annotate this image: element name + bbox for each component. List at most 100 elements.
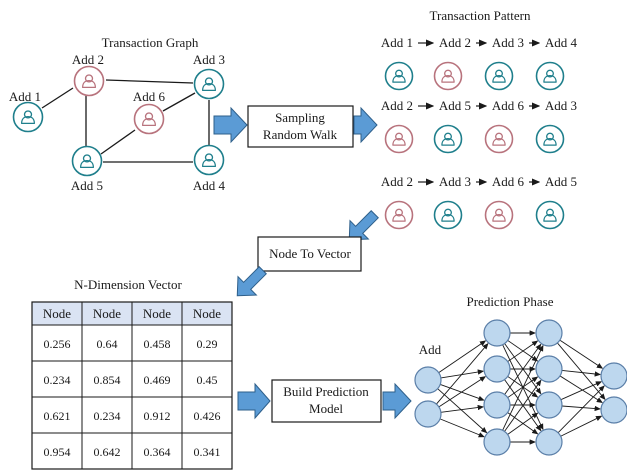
pattern-address-label: Add 4	[545, 35, 578, 50]
transaction-pattern-title: Transaction Pattern	[430, 8, 531, 23]
edge-add2-add3	[105, 79, 194, 84]
network-connection	[507, 376, 539, 398]
graph-node-add5: Add 5	[71, 145, 103, 193]
pattern-row: Add 2 Add 5 Add 6 Add 3	[381, 98, 577, 154]
pattern-address-label: Add 2	[381, 174, 413, 189]
table-cell: 0.469	[144, 373, 171, 387]
transaction-graph-title: Transaction Graph	[102, 35, 199, 50]
edge-add5-add6	[100, 129, 136, 155]
pattern-address-label: Add 1	[381, 35, 413, 50]
network-connection	[507, 412, 539, 435]
neuron	[600, 396, 627, 424]
node-to-vector-frame	[257, 236, 362, 272]
network-connection	[507, 340, 539, 362]
neuron	[483, 355, 511, 383]
network-connection	[502, 344, 544, 431]
edge-add6-add3	[162, 92, 196, 112]
table-header-cell: Node	[143, 306, 171, 321]
pattern-user-node	[384, 200, 414, 230]
arrow-to-build-model	[237, 382, 271, 420]
pattern-address-sequence: Add 2 Add 3 Add 6 Add 5	[381, 174, 577, 189]
neuron	[414, 400, 442, 428]
build-prediction-label: Build Prediction	[283, 384, 369, 399]
pattern-user-node	[433, 61, 463, 91]
graph-node-add1: Add 1	[9, 89, 44, 133]
pattern-address-label: Add 2	[381, 98, 413, 113]
network-connection	[559, 375, 603, 404]
network-connection	[440, 404, 485, 413]
network-connection	[507, 340, 539, 362]
pattern-user-node	[433, 124, 463, 154]
table-cell: 0.256	[44, 337, 71, 351]
graph-edges	[41, 79, 210, 163]
neuron	[535, 428, 563, 456]
graph-node-add4: Add 4	[193, 144, 226, 193]
table-header-cell: Node	[43, 306, 71, 321]
add2-label: Add 2	[72, 52, 104, 67]
pattern-address-sequence: Add 1 Add 2 Add 3 Add 4	[381, 35, 578, 50]
pattern-address-label: Add 3	[439, 174, 471, 189]
neuron	[483, 428, 511, 456]
neuron	[535, 355, 563, 383]
table-cell: 0.364	[144, 445, 171, 459]
network-neurons	[414, 319, 627, 456]
network-connection	[560, 415, 603, 437]
pattern-address-label: Add 5	[439, 98, 471, 113]
table-row: 0.954 0.642 0.364 0.341	[44, 445, 221, 459]
pattern-address-label: Add 6	[492, 98, 525, 113]
network-connections	[436, 330, 606, 445]
network-connection	[561, 369, 601, 377]
network-connection	[557, 385, 605, 434]
neuron	[535, 319, 563, 347]
build-prediction-box: Build Prediction Model	[271, 379, 382, 423]
pattern-user-node	[484, 124, 514, 154]
table-cell: 0.426	[194, 409, 221, 423]
graph-node-add2: Add 2	[72, 52, 105, 97]
table-cell: 0.954	[44, 445, 71, 459]
table-header-cell: Node	[93, 306, 121, 321]
pattern-row: Add 2 Add 3 Add 6 Add 5	[381, 174, 577, 230]
node-to-vector-label: Node To Vector	[269, 246, 351, 261]
sampling-box: Sampling Random Walk	[247, 105, 354, 148]
pattern-user-node	[484, 61, 514, 91]
table-cell: 0.64	[97, 337, 118, 351]
arrow-to-table	[236, 266, 267, 297]
network-connection	[438, 376, 487, 408]
table-cell: 0.45	[197, 373, 218, 387]
add5-label: Add 5	[71, 178, 103, 193]
neuron	[600, 362, 627, 390]
network-connection	[504, 343, 542, 395]
table-cell: 0.854	[94, 373, 121, 387]
pattern-address-label: Add 6	[492, 174, 525, 189]
pattern-address-sequence: Add 2 Add 5 Add 6 Add 3	[381, 98, 577, 113]
add6-label: Add 6	[133, 89, 166, 104]
add3-label: Add 3	[193, 52, 225, 67]
pattern-user-node	[535, 124, 565, 154]
neuron	[483, 391, 511, 419]
pattern-address-label: Add 2	[439, 35, 471, 50]
table-cell: 0.29	[197, 337, 218, 351]
add1-label: Add 1	[9, 89, 41, 104]
pattern-address-label: Add 3	[545, 98, 577, 113]
table-cell: 0.912	[144, 409, 171, 423]
pattern-rows: Add 1 Add 2 Add 3 Add 4 Add 2 Add 5 Add 6 Add 3…	[381, 35, 578, 230]
table-cell: 0.642	[94, 445, 121, 459]
pattern-user-node	[535, 61, 565, 91]
graph-node-add3: Add 3	[193, 52, 225, 100]
model-label: Model	[309, 401, 343, 416]
network-connection	[437, 388, 488, 434]
pattern-row: Add 1 Add 2 Add 3 Add 4	[381, 35, 578, 91]
network-connection	[560, 381, 603, 401]
vector-table-title: N-Dimension Vector	[74, 277, 182, 292]
pattern-address-label: Add 5	[545, 174, 577, 189]
table-cell: 0.234	[94, 409, 121, 423]
pattern-address-label: Add 3	[492, 35, 524, 50]
table-cell: 0.341	[194, 445, 221, 459]
pattern-user-node	[384, 61, 414, 91]
arrow-shape	[236, 266, 267, 297]
